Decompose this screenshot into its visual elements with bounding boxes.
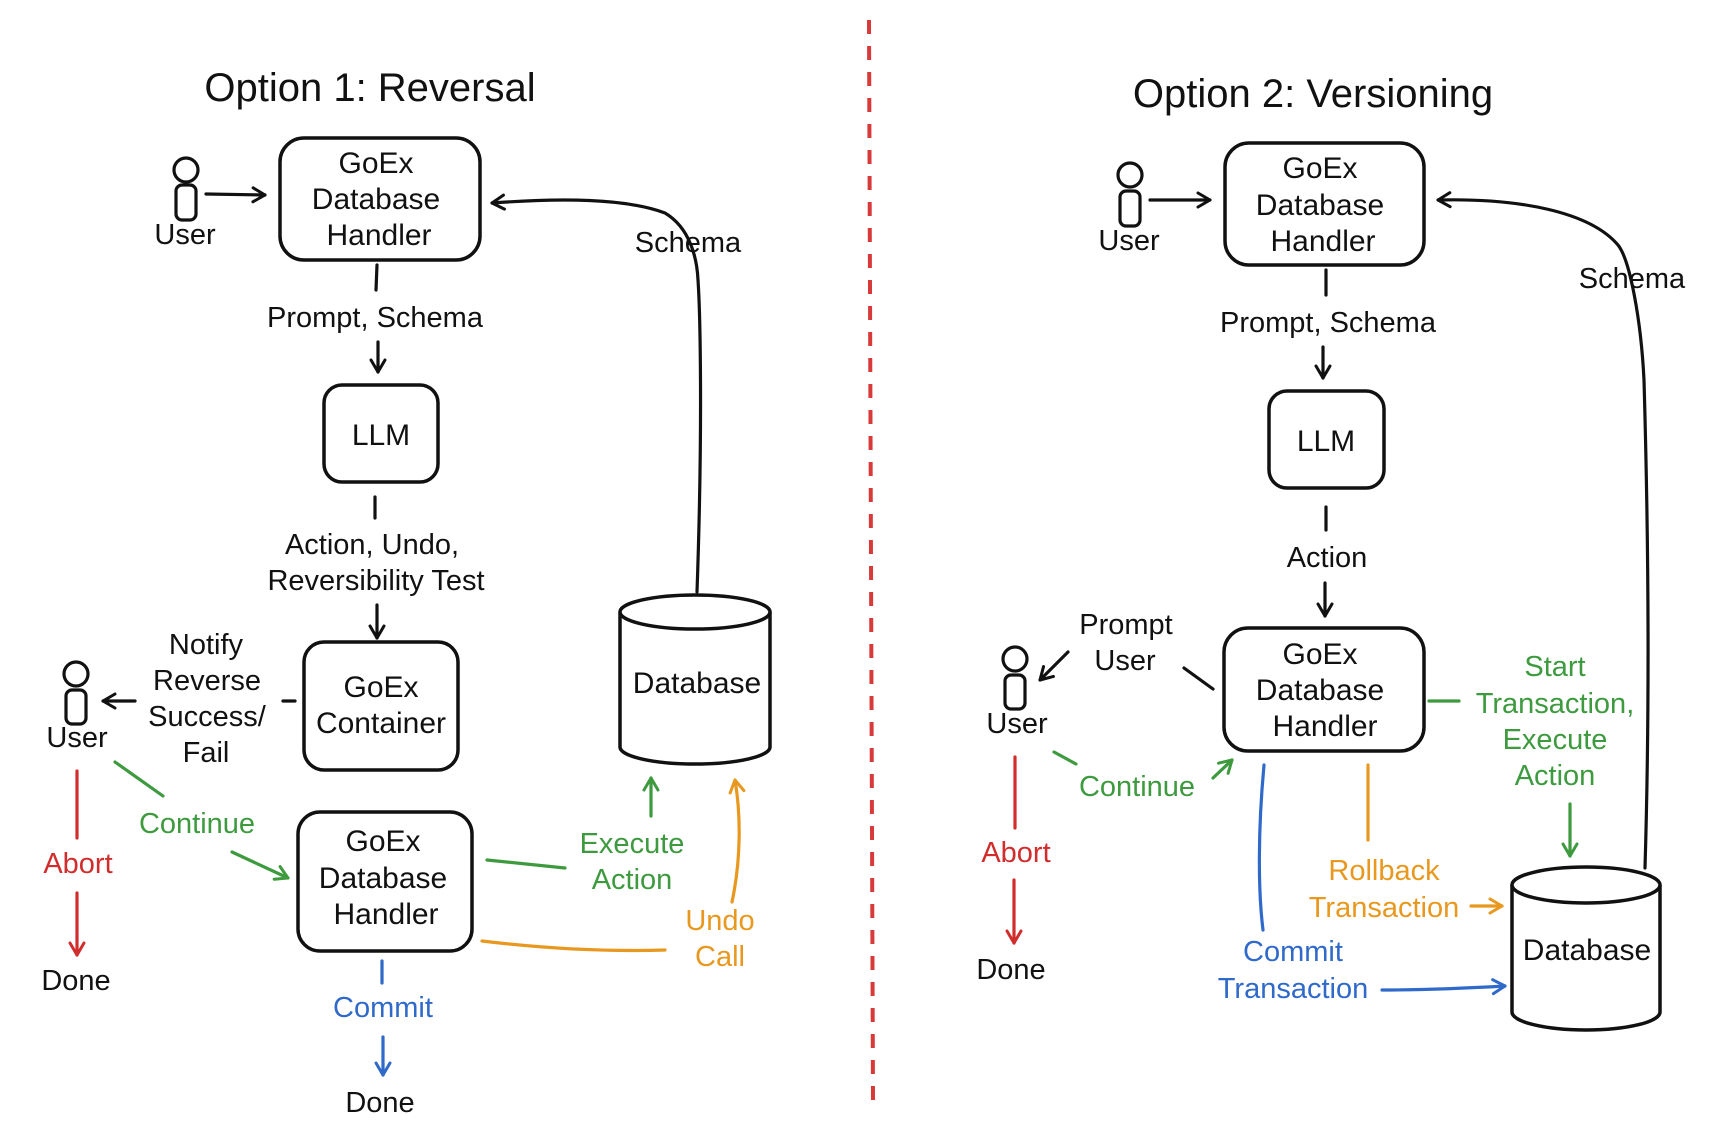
option1-title: Option 1: Reversal [204,66,535,110]
option1-undo-line2: Call [695,941,745,973]
option1-llm-output-line2: Reversibility Test [267,565,484,597]
option1-database-label: Database [633,667,761,700]
option1-execute-line2: Action [592,864,673,896]
option1-database-cylinder: Database [618,593,772,766]
option2-prompt-schema-label: Prompt, Schema [1220,307,1437,339]
option1-handler-bottom-line1: GoEx [345,825,420,858]
option1-handler-top-box: GoEx Database Handler [278,136,482,262]
option2-arrow-schema [1436,191,1650,870]
option1-continue-label: Continue [139,808,255,840]
option2-line-user-to-continue [1052,750,1078,766]
option1-done-bottom: Done [345,1087,414,1119]
option2-handler-top-line3: Handler [1270,225,1375,258]
option2-arrow-commit-to-database [1380,978,1507,996]
option2-continue-label: Continue [1079,771,1195,803]
option1-prompt-schema-label: Prompt, Schema [267,302,484,334]
option1-notify-line4: Fail [183,737,230,769]
option2-prompt-user-line1: Prompt [1079,609,1172,641]
option1-llm-output-line1: Action, Undo, [285,529,459,561]
option1-execute-line1: Execute [580,828,685,860]
option1-container-line1: GoEx [343,671,418,704]
option2-line-handler-to-prompt [1182,666,1215,691]
option1-line-handler-to-undo [480,939,667,953]
option1-llm-label: LLM [352,419,410,452]
option1-handler-bottom-line2: Database [319,862,447,895]
option1-commit-label: Commit [333,992,433,1024]
option2-action-label: Action [1287,542,1368,574]
option2-database-label: Database [1523,934,1651,967]
option1-undo-line1: Undo [685,905,754,937]
option1-line-user-to-continue [113,760,165,798]
option1-container-line2: Container [316,707,446,740]
option2-llm-label: LLM [1297,425,1355,458]
option2-prompt-user-line2: User [1094,645,1156,677]
option2-commit-line1: Commit [1243,936,1343,968]
option1-schema-label: Schema [635,227,742,259]
option2-start-line1: Start [1524,651,1585,683]
option1-user-bottom-icon [62,660,90,726]
option2-handler-bottom-box: GoEx Database Handler [1222,626,1426,753]
option2-start-line4: Action [1515,760,1596,792]
option1-arrow-handler-to-llm [374,263,379,292]
option1-arrow-continue-to-handler [230,850,290,881]
option2-handler-bottom-line2: Database [1256,674,1384,707]
option1-handler-top-line1: GoEx [338,147,413,180]
option1-abort-label: Abort [43,848,112,880]
option2-llm-box: LLM [1267,389,1386,490]
option2-done-label: Done [976,954,1045,986]
option2-database-cylinder: Database [1510,865,1662,1032]
option1-handler-bottom-line3: Handler [333,898,438,931]
option1-notify-line2: Reverse [153,665,261,697]
option2-arrow-prompt-to-user [1038,650,1070,682]
option2-handler-bottom-line3: Handler [1272,710,1377,743]
option2-line-handler-to-commit [1257,763,1266,932]
option-divider [867,19,875,1101]
option1-line-handler-to-execute [485,858,567,870]
option2-rollback-line2: Transaction [1309,892,1459,924]
option2-start-line2: Transaction, [1476,688,1635,720]
option2-start-line3: Execute [1503,724,1608,756]
option1-handler-top-line3: Handler [326,219,431,252]
option2-arrow-continue-to-handler [1211,758,1234,780]
option2-handler-top-line1: GoEx [1282,152,1357,185]
option1-llm-box: LLM [322,383,440,484]
option2-abort-label: Abort [981,837,1050,869]
option1-container-box: GoEx Container [302,640,460,772]
option1-arrow-schema [490,193,703,594]
option2-user-top-icon [1116,161,1144,228]
option1-user-top-label: User [154,219,216,251]
option2-user-bottom-label: User [986,708,1048,740]
option2-title: Option 2: Versioning [1133,72,1493,116]
option1-arrow-user-to-handler [204,186,267,204]
option1-arrow-undo-to-database [728,778,746,904]
option2-user-top-label: User [1098,225,1160,257]
option1-user-top-icon [172,156,200,222]
option2-handler-bottom-line1: GoEx [1282,638,1357,671]
option2-schema-label: Schema [1579,263,1686,295]
option2-panel: Option 2: Versioning User GoEx Database … [976,72,1686,1032]
option2-handler-top-box: GoEx Database Handler [1223,141,1426,267]
option1-handler-top-line2: Database [312,183,440,216]
option2-rollback-line1: Rollback [1328,855,1440,887]
option1-panel: Option 1: Reversal User GoEx Database Ha… [41,66,772,1119]
option2-user-bottom-icon [1001,645,1029,711]
option1-handler-bottom-box: GoEx Database Handler [296,810,474,953]
option1-done-left: Done [41,965,110,997]
option1-notify-line1: Notify [169,629,244,661]
option2-handler-top-line2: Database [1256,189,1384,222]
option1-notify-line3: Success/ [148,701,267,733]
option2-commit-line2: Transaction [1218,973,1368,1005]
option1-user-bottom-label: User [46,722,108,754]
